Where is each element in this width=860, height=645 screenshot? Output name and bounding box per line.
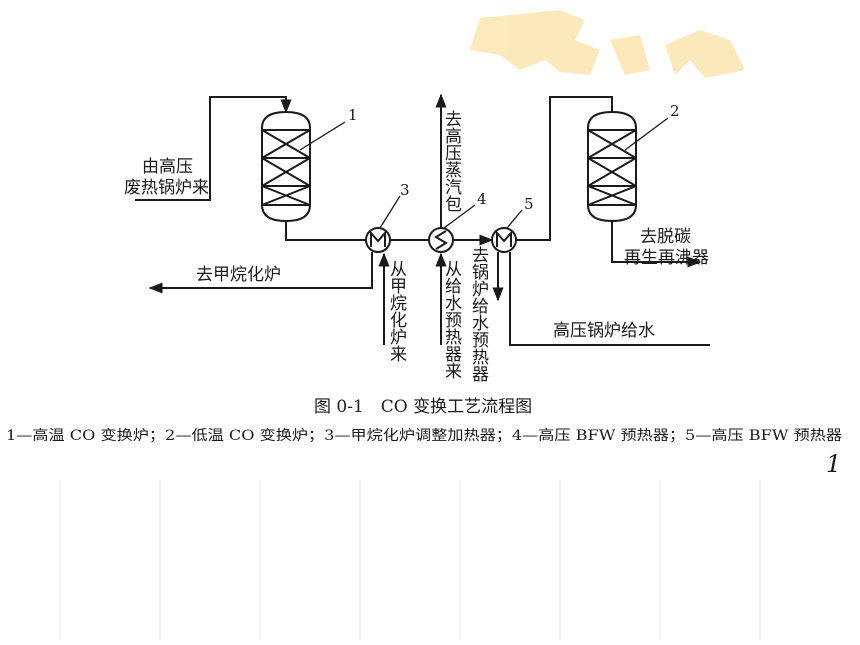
watermark-logo [470,10,745,78]
label-from-bfw-preheater: 从给水预热器来 [441,260,462,379]
label-to-decarb-reboiler-line1: 去脱碳 [640,227,691,247]
exchanger-3-methanator-trim-heater [365,227,391,253]
label-hp-boiler-feed-water: 高压锅炉给水 [553,321,655,341]
label-to-boiler-feed-preheater: 去锅炉给水预热器 [468,246,489,382]
equipment-number-5: 5 [524,195,534,213]
equipment-number-2: 2 [670,102,680,120]
label-to-methanator: 去甲烷化炉 [196,265,281,285]
equipment-leader-lines [299,117,669,229]
reactor-1-high-temp-co-shift [261,110,311,223]
equipment-number-4: 4 [477,190,487,208]
figure-legend: 1—高温 CO 变换炉；2—低温 CO 变换炉；3—甲烷化炉调整加热器；4—高压… [6,427,842,444]
page-number: 1 [826,450,841,478]
reactor-2-low-temp-co-shift [587,110,637,223]
exchanger-5-hp-bfw-preheater [491,227,517,253]
label-from-hp-boiler-line1: 由高压 [142,157,193,177]
exchanger-4-hp-bfw-preheater [428,227,454,253]
equipment-number-3: 3 [400,181,410,199]
equipment-number-1: 1 [348,106,358,124]
label-to-hp-steam-drum: 去高压蒸汽包 [441,110,462,212]
label-to-decarb-reboiler-line2: 再生再沸器 [624,248,709,268]
label-from-methanator: 从甲烷化炉来 [386,260,407,362]
figure-caption: 图 0-1 CO 变换工艺流程图 [314,397,532,417]
process-piping [135,93,710,346]
label-from-hp-boiler-line2: 废热锅炉来 [124,178,209,198]
background-gridlines [59,480,761,640]
